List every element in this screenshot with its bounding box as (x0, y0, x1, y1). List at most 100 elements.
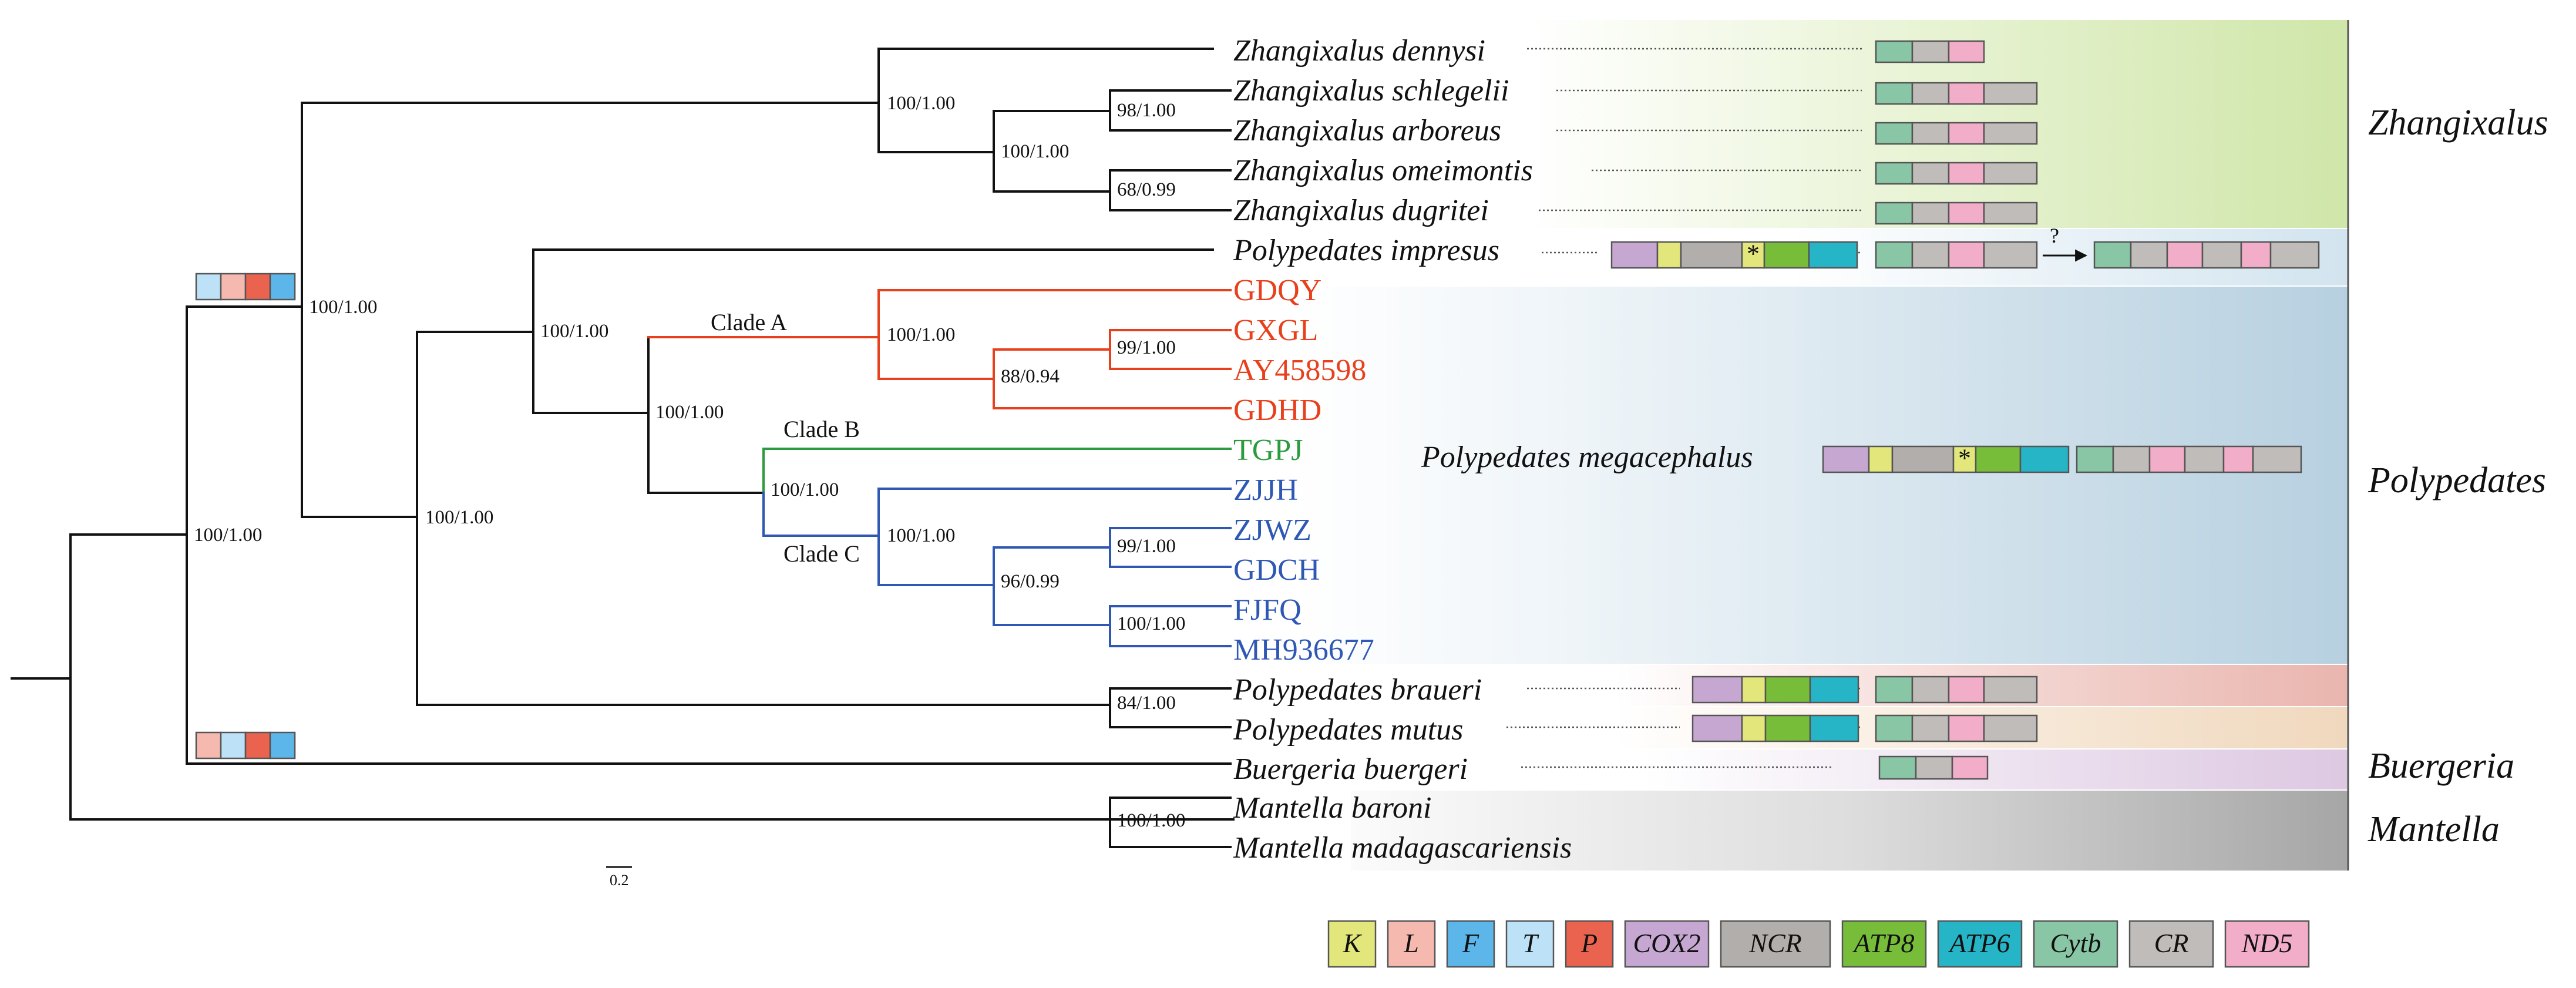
svg-text:Zhangixalus schlegelii: Zhangixalus schlegelii (1233, 74, 1509, 107)
legend-label: CR (2154, 928, 2189, 958)
clade-a-label: Clade A (711, 309, 787, 335)
gene-block-cytb (2093, 241, 2132, 269)
taxon-mh936677: MH936677 (1233, 633, 1374, 667)
taxon-mantella-madagascariensis: Mantella madagascariensis (1233, 831, 1572, 865)
svg-text:Clade A: Clade A (711, 309, 787, 335)
taxon-zhangixalus-schlegelii: Zhangixalus schlegelii (1233, 74, 1509, 107)
svg-text:100/1.00: 100/1.00 (655, 402, 724, 423)
asterisk-mark: * (1747, 239, 1760, 268)
gene-block-atp6 (1809, 714, 1859, 742)
legend-label: COX2 (1633, 928, 1701, 958)
legend-swatch-cytb (2033, 920, 2118, 968)
svg-text:68/0.99: 68/0.99 (1117, 179, 1176, 200)
support-value: 100/1.00 (887, 324, 955, 345)
gene-block-cr (1911, 40, 1950, 63)
svg-text:88/0.94: 88/0.94 (1001, 366, 1060, 387)
svg-text:Polypedates: Polypedates (2368, 461, 2546, 500)
svg-text:Buergeria buergeri: Buergeria buergeri (1233, 752, 1468, 786)
gene-block-cytb (1875, 241, 1913, 269)
legend-swatch-ncr (1720, 920, 1831, 968)
gene-block-atp8 (1763, 241, 1810, 269)
svg-text:Buergeria: Buergeria (2368, 746, 2514, 786)
clade-labels: Clade A Clade B Clade C (711, 309, 860, 567)
gene-block-f (269, 731, 296, 760)
svg-text:AY458598: AY458598 (1233, 354, 1366, 387)
svg-text:99/1.00: 99/1.00 (1117, 536, 1176, 557)
taxon-zhangixalus-omeimontis: Zhangixalus omeimontis (1233, 154, 1533, 187)
taxon-gdch: GDCH (1233, 553, 1320, 587)
gene-block-cr (2130, 241, 2168, 269)
support-value: 100/1.00 (309, 297, 377, 318)
gene-block-cr (1983, 714, 2038, 742)
legend-label: T (1522, 928, 1539, 958)
support-value: 100/1.00 (425, 507, 493, 528)
svg-text:Clade C: Clade C (783, 540, 860, 567)
svg-text:100/1.00: 100/1.00 (194, 525, 262, 546)
taxon-gdqy: GDQY (1233, 274, 1321, 307)
gene-block-cytb (1875, 201, 1913, 225)
gene-block-cr (1915, 755, 1953, 780)
support-value: 96/0.99 (1001, 571, 1060, 592)
gene-block-cr (1983, 241, 2038, 269)
gene-block-nd5 (2166, 241, 2204, 269)
gene-block-cytb (1875, 122, 1913, 145)
support-value: 88/0.94 (1001, 366, 1060, 387)
scale-bar-label: 0.2 (610, 872, 629, 889)
svg-text:100/1.00: 100/1.00 (1117, 613, 1185, 634)
legend-label: ND5 (2241, 928, 2293, 958)
taxon-polypedates-mutus: Polypedates mutus (1233, 713, 1463, 747)
svg-text:Polypedates mutus: Polypedates mutus (1233, 713, 1463, 747)
svg-text:100/1.00: 100/1.00 (887, 525, 955, 546)
support-value: 100/1.00 (194, 525, 262, 546)
support-value: 99/1.00 (1117, 536, 1176, 557)
gene-block-cr (1911, 201, 1950, 225)
gene-block-nd5 (1948, 676, 1985, 704)
svg-text:Polypedates impresus: Polypedates impresus (1233, 234, 1499, 267)
legend-swatch-cr (2128, 920, 2214, 968)
support-value: 100/1.00 (1001, 141, 1069, 162)
gene-block-nd5 (1948, 714, 1985, 742)
gene-block-nd5 (1948, 201, 1985, 225)
gene-block-cr (1983, 162, 2038, 185)
taxon-zhangixalus-dugritei: Zhangixalus dugritei (1233, 194, 1489, 227)
svg-text:96/0.99: 96/0.99 (1001, 571, 1060, 592)
gene-block-atp8 (1764, 714, 1811, 742)
svg-text:100/1.00: 100/1.00 (771, 479, 839, 500)
support-value: 84/1.00 (1117, 693, 1176, 714)
gene-block-cr (2112, 445, 2151, 473)
gene-block-atp6 (2019, 445, 2070, 473)
taxon-zhangixalus-dennysi: Zhangixalus dennysi (1233, 34, 1485, 68)
svg-text:GDCH: GDCH (1233, 553, 1320, 587)
taxon-zjwz: ZJWZ (1233, 513, 1311, 547)
genus-label-zhangixalus: Zhangixalus (2368, 103, 2548, 143)
gene-block-k (1741, 714, 1767, 742)
support-value: 100/1.00 (887, 525, 955, 546)
svg-text:Polypedates megacephalus: Polypedates megacephalus (1421, 441, 1753, 474)
svg-text:TGPJ: TGPJ (1233, 433, 1303, 467)
gene-block-cr (1983, 122, 2038, 145)
svg-text:Mantella baroni: Mantella baroni (1233, 791, 1432, 825)
taxon-buergeria-buergeri: Buergeria buergeri (1233, 752, 1468, 786)
gene-block-nd5 (1951, 755, 1989, 780)
svg-text:Mantella madagascariensis: Mantella madagascariensis (1233, 831, 1572, 865)
gene-block-cytb (1875, 676, 1913, 704)
support-value: 100/1.00 (540, 321, 608, 342)
gene-block-cox2 (1691, 676, 1743, 704)
svg-text:Mantella: Mantella (2368, 809, 2500, 849)
support-value: 100/1.00 (771, 479, 839, 500)
legend-label: F (1462, 928, 1479, 958)
taxon-ay458598: AY458598 (1233, 354, 1366, 387)
gene-block-cr (1911, 241, 1950, 269)
genus-labels: Zhangixalus Polypedates Buergeria Mantel… (2368, 103, 2548, 849)
svg-text:100/1.00: 100/1.00 (1117, 810, 1185, 831)
gene-block-cytb (1875, 162, 1913, 185)
legend-label: P (1580, 928, 1598, 958)
gene-block-l (220, 273, 247, 301)
gene-block-cr (2269, 241, 2320, 269)
gene-block-k (1741, 676, 1767, 704)
band-buergeria (1645, 750, 2348, 789)
legend-label: K (1343, 928, 1363, 958)
support-values: 100/1.00 100/1.00 98/1.00 68/0.99 100/1.… (194, 93, 1185, 831)
legend-swatch-k (1327, 920, 1377, 968)
